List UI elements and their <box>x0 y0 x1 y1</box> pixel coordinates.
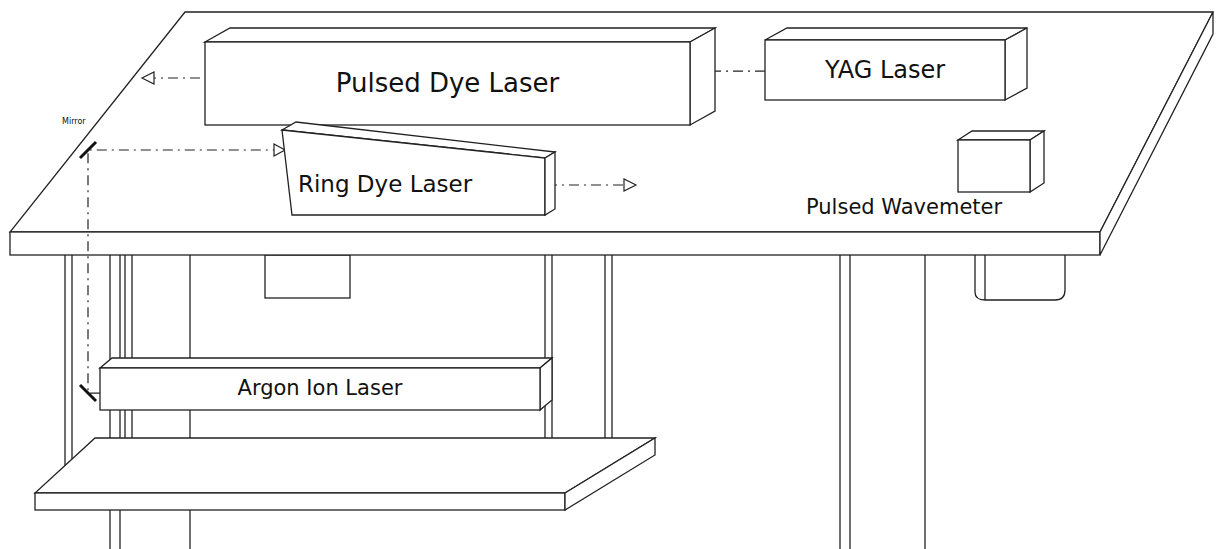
laser-label: Pulsed Wavemeter <box>806 196 1002 219</box>
wavemeter-box: Pulsed Wavemeter <box>800 128 1040 223</box>
mirror-label: Mirror <box>62 118 86 126</box>
laser-label: Argon Ion Laser <box>238 377 403 400</box>
laser-label: YAG Laser <box>825 57 945 83</box>
laser-label: Ring Dye Laser <box>298 172 472 197</box>
ring-laser-box: Ring Dye Laser <box>282 130 545 215</box>
dye-laser-box: Pulsed Dye Laser <box>205 42 690 125</box>
laser-beam <box>88 144 285 393</box>
yag-laser-box: YAG Laser <box>765 40 1005 100</box>
laser-label: Pulsed Dye Laser <box>336 69 560 98</box>
argon-laser-box: Argon Ion Laser <box>100 368 540 410</box>
